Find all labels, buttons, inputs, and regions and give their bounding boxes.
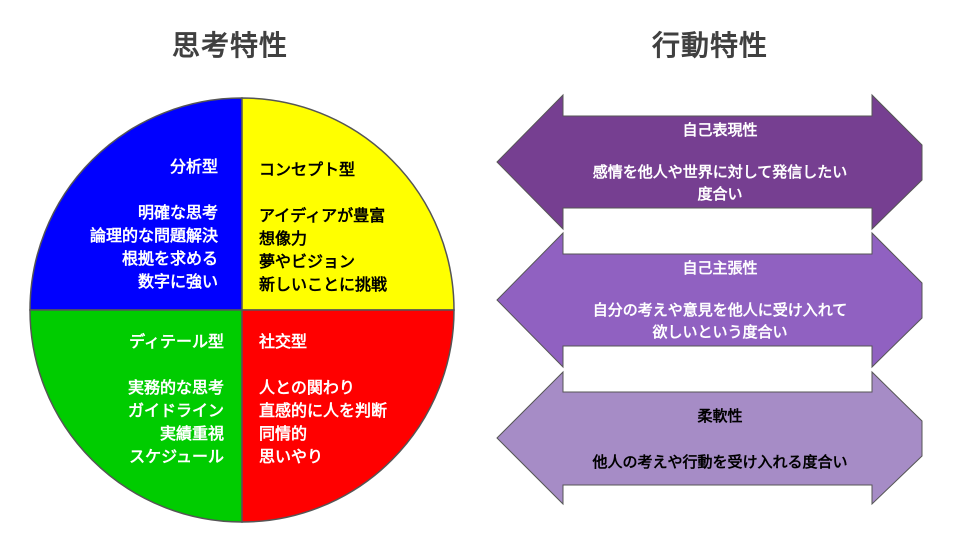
analytical-quadrant-text: 分析型明確な思考論理的な問題解決根拠を求める数字に強い <box>90 155 218 293</box>
quadrant-item: 明確な思考 <box>137 203 218 222</box>
arrow-desc: 自分の考えや意見を他人に受け入れて <box>592 301 848 319</box>
arrow-title: 自己表現性 <box>682 121 758 139</box>
quadrant-item: 想像力 <box>259 229 308 248</box>
quadrant-analytical <box>29 97 243 311</box>
flexibility-text: 柔軟性他人の考えや行動を受け入れる度合い <box>540 405 900 473</box>
quadrant-name: コンセプト型 <box>259 160 356 179</box>
behavior-traits-title: 行動特性 <box>651 29 768 62</box>
quadrant-name: 分析型 <box>169 157 218 176</box>
quadrant-item: 新しいことに挑戦 <box>259 275 388 294</box>
quadrant-item: 論理的な問題解決 <box>89 226 218 245</box>
quadrant-item: 同情的 <box>259 424 308 443</box>
arrow-assertiveness <box>496 231 923 369</box>
social-quadrant-text: 社交型人との関わり直感的に人を判断同情的思いやり <box>259 330 387 468</box>
quadrant-name: ディテール型 <box>129 332 224 351</box>
arrow-desc: 欲しいという度合い <box>652 323 788 341</box>
quadrant-item: ガイドライン <box>127 401 224 420</box>
quadrant-item: 根拠を求める <box>121 249 218 268</box>
arrow-flexibility <box>496 370 923 506</box>
detail-quadrant-text: ディテール型実務的な思考ガイドライン実績重視スケジュール <box>128 330 224 468</box>
quadrant-item: スケジュール <box>129 447 224 466</box>
arrow-desc: 度合い <box>697 185 743 203</box>
quadrant-name: 社交型 <box>259 332 308 351</box>
arrow-title: 柔軟性 <box>697 407 743 425</box>
quadrant-detail <box>29 309 243 523</box>
thinking-traits-title: 思考特性 <box>171 29 288 62</box>
quadrant-item: 実績重視 <box>159 424 224 443</box>
quadrant-item: 夢やビジョン <box>259 252 356 271</box>
quadrant-item: 人との関わり <box>259 378 355 397</box>
quadrant-social <box>241 309 455 523</box>
concept-quadrant-text: コンセプト型アイディアが豊富想像力夢やビジョン新しいことに挑戦 <box>259 158 387 296</box>
quadrant-concept <box>241 97 455 311</box>
quadrant-item: 直感的に人を判断 <box>259 401 388 420</box>
arrow-desc: 感情を他人や世界に対して発信したい <box>592 163 848 181</box>
arrow-self-expression <box>496 93 923 231</box>
self-expression-text: 自己表現性感情を他人や世界に対して発信したい度合い <box>540 119 900 205</box>
quadrant-item: 思いやり <box>259 447 324 466</box>
thinking-circle <box>29 97 455 523</box>
assertiveness-text: 自己主張性自分の考えや意見を他人に受け入れて欲しいという度合い <box>540 257 900 343</box>
quadrant-item: アイディアが豊富 <box>259 206 386 225</box>
quadrant-item: 実務的な思考 <box>127 378 224 397</box>
arrow-desc: 他人の考えや行動を受け入れる度合い <box>592 453 848 471</box>
quadrant-item: 数字に強い <box>137 272 218 291</box>
arrow-title: 自己主張性 <box>682 259 758 277</box>
